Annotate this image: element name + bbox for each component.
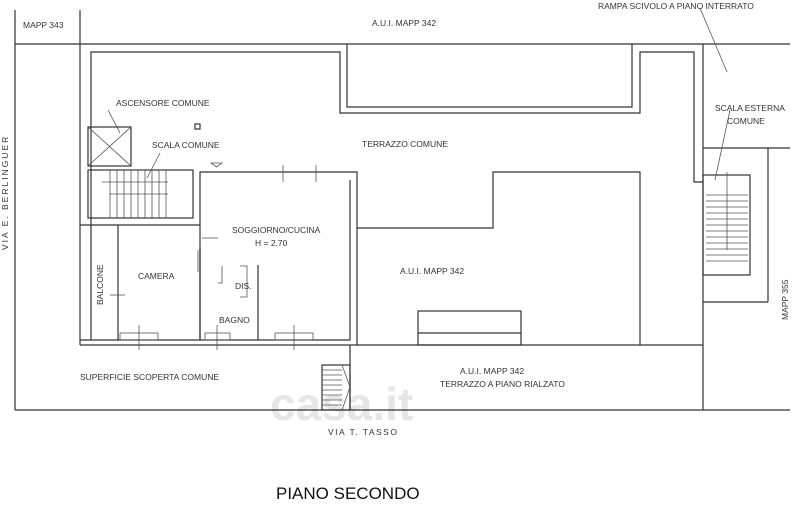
label-terrazzo-rialzato: TERRAZZO A PIANO RIALZATO (440, 379, 565, 389)
label-aui-top: A.U.I. MAPP 342 (372, 18, 436, 28)
watermark: casa.it (270, 378, 413, 430)
external-stair (699, 7, 751, 276)
terrace-walls (90, 44, 703, 346)
label-camera: CAMERA (138, 271, 175, 281)
label-aui-bottom: A.U.I. MAPP 342 (460, 366, 524, 376)
label-bagno: BAGNO (219, 315, 250, 325)
label-via-berlinguer: VIA E. BERLINGUER (0, 135, 10, 250)
label-mapp355: MAPP 355 (780, 279, 790, 320)
common-stair (87, 152, 194, 219)
label-rampa: RAMPA SCIVOLO A PIANO INTERRATO (598, 1, 754, 11)
label-via-tasso: VIA T. TASSO (328, 427, 398, 437)
label-mapp343: MAPP 343 (23, 20, 64, 30)
elevator (87, 109, 132, 167)
label-terrazzo-comune: TERRAZZO COMUNE (362, 139, 448, 149)
apartment-walls (80, 165, 358, 350)
label-scala-esterna-comune: COMUNE (727, 116, 765, 126)
label-ascensore: ASCENSORE COMUNE (116, 98, 210, 108)
plan-title: PIANO SECONDO (276, 484, 420, 503)
label-scala-esterna: SCALA ESTERNA (715, 103, 785, 113)
label-balcone: BALCONE (95, 264, 105, 305)
entrance-stair (321, 364, 351, 411)
label-superficie: SUPERFICIE SCOPERTA COMUNE (80, 372, 219, 382)
label-scala-comune: SCALA COMUNE (152, 140, 220, 150)
label-altezza: H = 2.70 (255, 238, 288, 248)
label-dis: DIS. (235, 281, 252, 291)
label-aui-mid: A.U.I. MAPP 342 (400, 266, 464, 276)
label-soggiorno: SOGGIORNO/CUCINA (232, 225, 321, 235)
